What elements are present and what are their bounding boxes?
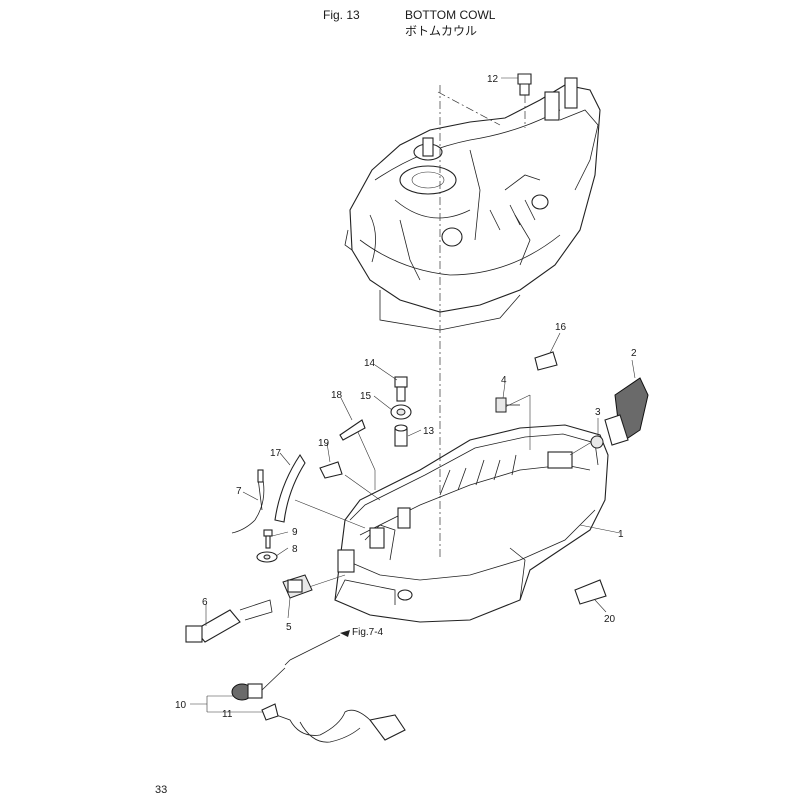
part-label-3: 3 [595,407,601,418]
part-label-6: 6 [202,597,208,608]
engine-powerhead-illustration [344,73,601,331]
cable-part-7 [231,469,265,534]
collar-part-13 [394,424,408,447]
part-label-10: 10 [175,700,187,711]
washer-part-15 [390,404,412,420]
part-label-17: 17 [270,448,282,459]
cross-reference-connector [284,634,341,666]
label-part-16 [534,351,558,371]
bottom-cowl-illustration [334,424,609,623]
part-label-9: 9 [292,527,298,538]
grommet-part-17 [274,453,306,523]
seal-part-18 [339,419,366,441]
part-label-12: 12 [487,74,499,85]
part-labels: 1 2 3 4 5 6 7 8 9 10 11 12 13 14 15 16 1… [175,74,637,720]
grommet-part-5 [282,574,313,599]
stop-switch-part-6 [185,599,273,643]
part-label-16: 16 [555,322,567,333]
bolt-part-4 [495,397,520,413]
label-part-20 [574,579,607,605]
part-label-18: 18 [331,390,343,401]
part-label-19: 19 [318,438,330,449]
lanyard-cord-part-10-11 [231,667,406,743]
cross-reference-arrow [340,630,350,637]
part-label-14: 14 [364,358,376,369]
bolt-part-12 [517,73,532,85]
assembly-centerlines [294,85,596,591]
part-label-13: 13 [423,426,435,437]
part-label-5: 5 [286,622,292,633]
screw-part-9 [263,529,273,549]
part-label-1: 1 [618,529,624,540]
part-label-20: 20 [604,614,616,625]
bracket-part-2 [604,377,649,446]
part-label-4: 4 [501,375,507,386]
collar-part-3 [590,435,604,449]
part-label-11: 11 [222,709,233,720]
figure-title-en: BOTTOM COWL [405,8,496,22]
part-label-2: 2 [631,348,637,359]
figure-title-jp: ボトムカウル [405,24,478,38]
seal-part-19 [319,461,343,479]
bolt-part-14 [394,376,408,402]
figure-number: Fig. 13 [323,8,360,22]
cross-reference-label: Fig.7-4 [352,627,384,638]
part-label-7: 7 [236,486,242,497]
washer-part-8 [256,551,278,563]
part-label-8: 8 [292,544,298,555]
part-label-15: 15 [360,391,372,402]
leader-lines [190,77,636,713]
page-number: 33 [155,784,168,796]
